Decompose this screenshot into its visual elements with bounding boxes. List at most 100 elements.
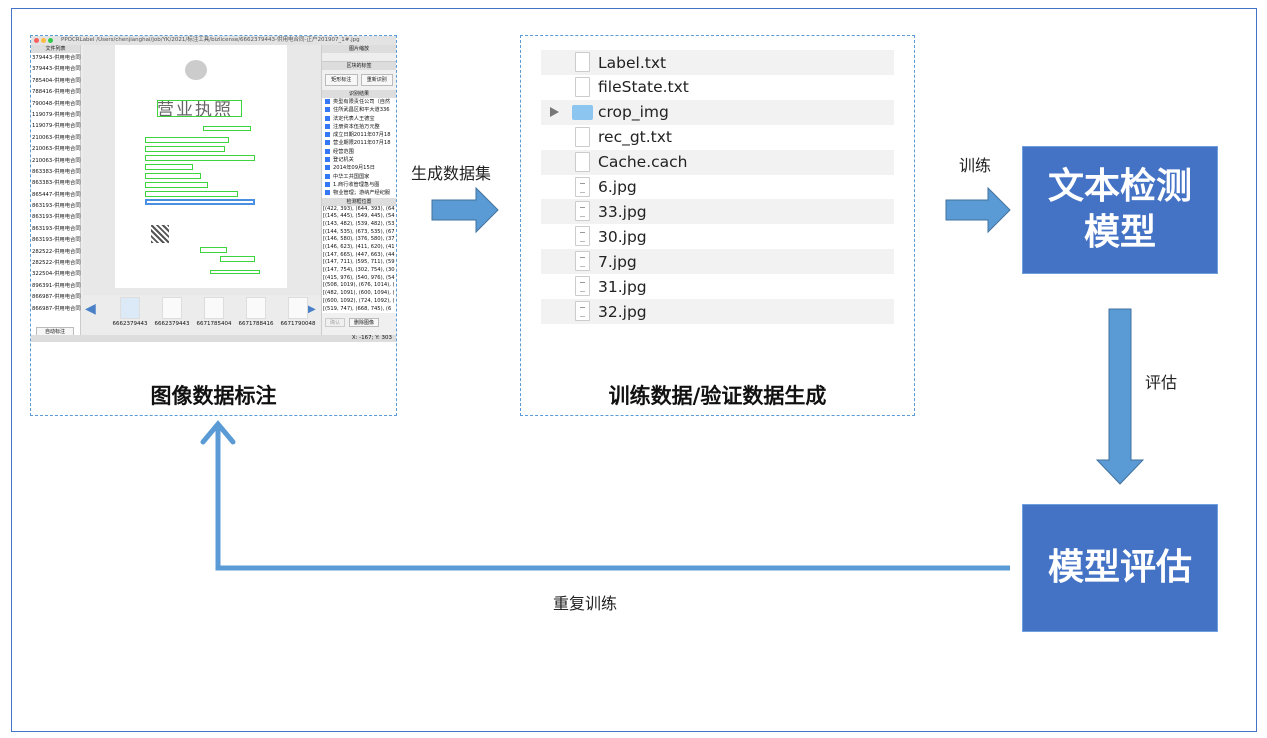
thumbnail-label: 6662379443 — [112, 321, 148, 327]
result-item: 经营范围 — [322, 147, 396, 157]
result-item: 2014年09月15日 — [322, 164, 396, 173]
file-list-item: 863383-供用电合同 — [32, 168, 81, 175]
file-row: 30.jpg — [541, 224, 894, 249]
prev-arrow-icon: ◀ — [85, 301, 96, 317]
model-evaluation-box: 模型评估 — [1022, 504, 1218, 632]
file-name: 30.jpg — [598, 227, 647, 246]
file-list-item: 119079-供用电合同 — [32, 111, 81, 118]
result-text: 住所武昌区和平大道336 — [333, 107, 390, 114]
result-text: 物业管理；游纳产经纪服 — [333, 190, 391, 197]
minimize-icon — [41, 38, 46, 43]
coord-item: [(146, 580), (376, 580), (37 — [322, 236, 396, 244]
coord-item: [(143, 482), (539, 482), (53 — [322, 220, 396, 229]
file-row: Label.txt — [541, 50, 894, 75]
result-item: 法定代表人王德宝 — [322, 114, 396, 123]
coord-item: [(415, 976), (540, 976), (54 — [322, 274, 396, 283]
evaluate-label: 评估 — [1145, 373, 1178, 392]
text-detection-model-box: 文本检测模型 — [1022, 146, 1218, 274]
file-list-item: 866987-供用电合同 — [32, 305, 81, 312]
file-list-item: 379443-供用电合同 — [32, 55, 81, 61]
file-name: 33.jpg — [598, 202, 647, 221]
file-row: crop_img — [541, 99, 894, 125]
evaluate-arrow-icon — [1095, 308, 1145, 485]
file-name: Cache.cach — [598, 153, 688, 172]
document-icon — [575, 151, 590, 172]
cursor-readout: X: -167; Y: 303 — [31, 335, 396, 342]
coord-item: [(147, 711), (595, 711), (59 — [322, 259, 396, 268]
checkbox-icon — [325, 148, 330, 154]
model-line-1: 文本检测 — [1047, 166, 1192, 207]
coord-item: [(422, 393), (644, 393), (64 — [322, 205, 396, 214]
image-icon — [575, 301, 590, 321]
checkbox-icon — [325, 115, 330, 121]
file-name: rec_gt.txt — [598, 128, 673, 147]
coord-item: [(600, 1092), (724, 1092), ( — [322, 297, 396, 306]
file-name: crop_img — [598, 103, 669, 122]
coord-item: [(146, 623), (411, 620), (41 — [322, 244, 396, 252]
checkbox-icon — [325, 157, 330, 163]
image-canvas: 营业执照 — [83, 45, 321, 295]
rect-label-button: 矩形标注 — [325, 74, 358, 86]
document-icon — [575, 76, 590, 97]
generate-dataset-label: 生成数据集 — [411, 164, 492, 183]
rerecognize-button: 重新识别 — [360, 74, 393, 86]
result-text: 登记机关 — [333, 157, 354, 164]
right-panel: 图片缩放 区块的标签 矩形标注 重新识别 识别结果 类型有限责任公司（自然住所武… — [321, 45, 396, 342]
thumbnail — [120, 297, 140, 319]
file-row: fileState.txt — [541, 75, 894, 100]
confirm-button: 确认 — [325, 318, 345, 328]
file-list-item: 863193-供用电合同 — [32, 214, 81, 221]
image-icon — [575, 276, 590, 297]
retrain-label: 重复训练 — [553, 594, 618, 613]
file-list-item: 379443-供用电合同 — [32, 66, 81, 73]
retrain-arrow-line — [215, 428, 1010, 571]
thumbnail-label: 6671790048 — [280, 321, 316, 327]
thumbnail-label: 6662379443 — [154, 321, 190, 327]
result-text: 1.商行收管理急与图 — [333, 181, 380, 188]
file-list-item: 863383-供用电合同 — [32, 180, 81, 187]
checkbox-icon — [325, 107, 330, 113]
result-text: 注册资本伍拾万元整 — [333, 123, 380, 130]
image-icon — [575, 226, 590, 247]
file-list-item: 210063-供用电合同 — [32, 157, 81, 164]
diagram-frame — [11, 8, 1257, 732]
file-list-item: 790048-供用电合同 — [32, 100, 81, 107]
result-item: 住所武昌区和平大道336 — [322, 106, 396, 115]
maximize-icon — [48, 38, 53, 43]
image-annotation-panel: 图像数据标注 — [30, 35, 397, 416]
coord-item: [(147, 754), (302, 754), (30 — [322, 267, 396, 275]
file-row: 7.jpg — [541, 249, 894, 275]
file-name: 32.jpg — [598, 302, 647, 321]
zoom-slider — [322, 53, 396, 62]
file-list-item: 119079-供用电合同 — [32, 123, 81, 130]
result-text: 营业期限2011年07月18 — [333, 140, 391, 147]
checkbox-icon — [325, 181, 330, 187]
image-annotation-caption: 图像数据标注 — [150, 384, 277, 408]
train-arrow-icon — [945, 186, 1011, 234]
results-header: 识别结果 — [322, 90, 396, 98]
coords-header: 检测框位置 — [322, 197, 396, 206]
model-line-2: 模型 — [1083, 212, 1156, 253]
file-list-item: 322504-供用电合同 — [32, 271, 81, 278]
checkbox-icon — [325, 190, 330, 196]
file-list-item: 788416-供用电合同 — [32, 89, 81, 96]
file-row: Cache.cach — [541, 149, 894, 175]
file-row: rec_gt.txt — [541, 125, 894, 150]
file-name: 6.jpg — [598, 178, 637, 196]
thumbnail — [204, 297, 224, 319]
image-icon — [575, 251, 590, 272]
coord-item: [(482, 1091), (600, 1094), ( — [322, 290, 396, 298]
file-list-item: 282522-供用电合同 — [32, 260, 81, 267]
checkbox-icon — [325, 132, 330, 138]
coord-item: [(508, 1019), (676, 1014), ( — [322, 282, 396, 291]
close-icon — [34, 38, 39, 43]
ppocrlabel-screenshot: PPOCRLabel /Users/chenjianghai/job/YK/20… — [31, 36, 396, 342]
thumbnail — [162, 297, 182, 319]
file-list-item: 866987-供用电合同 — [32, 294, 81, 301]
file-row: 32.jpg — [541, 299, 894, 324]
file-list-item: 210063-供用电合同 — [32, 134, 81, 141]
image-icon — [575, 176, 590, 197]
result-text: 中华工共国国家 — [333, 173, 370, 180]
